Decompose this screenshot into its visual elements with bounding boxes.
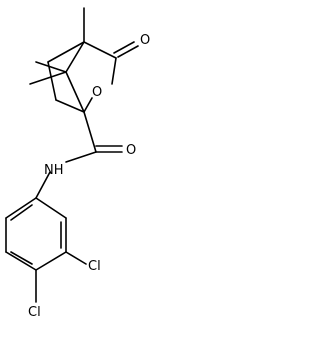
- dichlorophenyl-ring: [5, 197, 87, 303]
- bond-ring-3: [35, 251, 67, 271]
- atom-label-chlorine-meta: Cl: [88, 259, 101, 274]
- bond-bridgehead-ring-left: [47, 41, 85, 63]
- bond-carbonyl-ring-oxygen: [111, 57, 117, 85]
- bond-bridge-methyl-upper: [35, 61, 67, 73]
- bond-ring-1: [35, 197, 67, 219]
- bond-bridgehead-amide-carbon: [83, 111, 97, 153]
- bond-bridge-top: [65, 41, 85, 73]
- bond-lactone-co-1: [117, 45, 139, 58]
- bond-bridge-methyl-lower: [29, 71, 67, 85]
- bond-bridgehead-carbonyl: [83, 41, 117, 59]
- chemical-structure: O O NH O Cl Cl: [5, 7, 150, 320]
- bond-lactone-co-2: [113, 41, 135, 54]
- bond-ring-6: [5, 197, 37, 219]
- atom-label-lactone-oxygen: O: [140, 33, 150, 48]
- bond-ring-left-down: [47, 61, 57, 101]
- bond-ring-left-bottom: [55, 99, 85, 113]
- amide-group: [35, 111, 123, 199]
- bond-ring-chlorine-meta: [65, 251, 87, 265]
- bond-ring-inner-3: [10, 204, 33, 221]
- bond-bridge-bottom: [65, 71, 85, 113]
- bond-ring-oxygen-bridgehead: [83, 97, 93, 113]
- atom-label-amide-oxygen: O: [126, 143, 136, 158]
- bond-ring-4: [5, 251, 37, 271]
- bond-nitrogen-aryl: [35, 171, 51, 199]
- bond-amide-carbon-nitrogen: [65, 151, 97, 163]
- atom-label-chlorine-para: Cl: [28, 305, 41, 320]
- atom-label-amide-nitrogen: NH: [44, 163, 64, 178]
- bicyclic-core: [29, 7, 139, 113]
- bond-ring-inner-2: [10, 251, 33, 265]
- atom-label-ring-oxygen: O: [92, 85, 102, 100]
